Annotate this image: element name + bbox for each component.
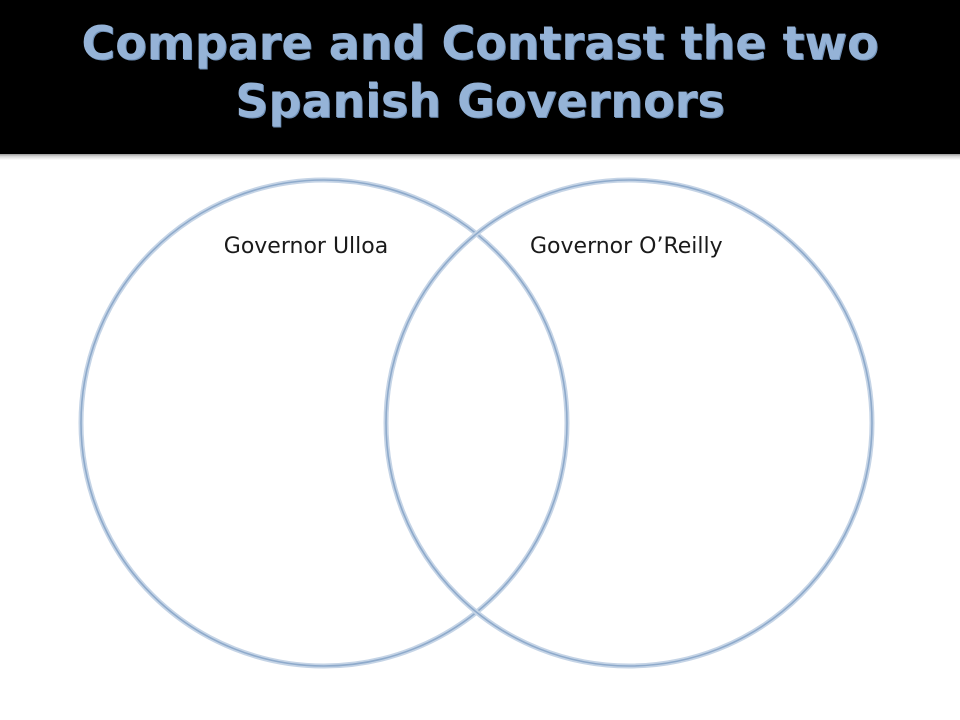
venn-circle-right-inner (385, 179, 873, 667)
label-governor-oreilly: Governor O’Reilly (530, 234, 723, 259)
title-divider (0, 154, 960, 160)
venn-circle-left-inner (80, 179, 568, 667)
slide-title: Compare and Contrast the two Spanish Gov… (0, 14, 960, 130)
title-band (0, 0, 960, 154)
label-governor-ulloa-text: Governor Ulloa (223, 234, 389, 259)
slide-title-line-2: Spanish Governors (235, 74, 725, 128)
slide-title-line-1: Compare and Contrast the two (81, 16, 879, 70)
label-governor-ulloa: Governor Ulloa (0, 232, 648, 262)
